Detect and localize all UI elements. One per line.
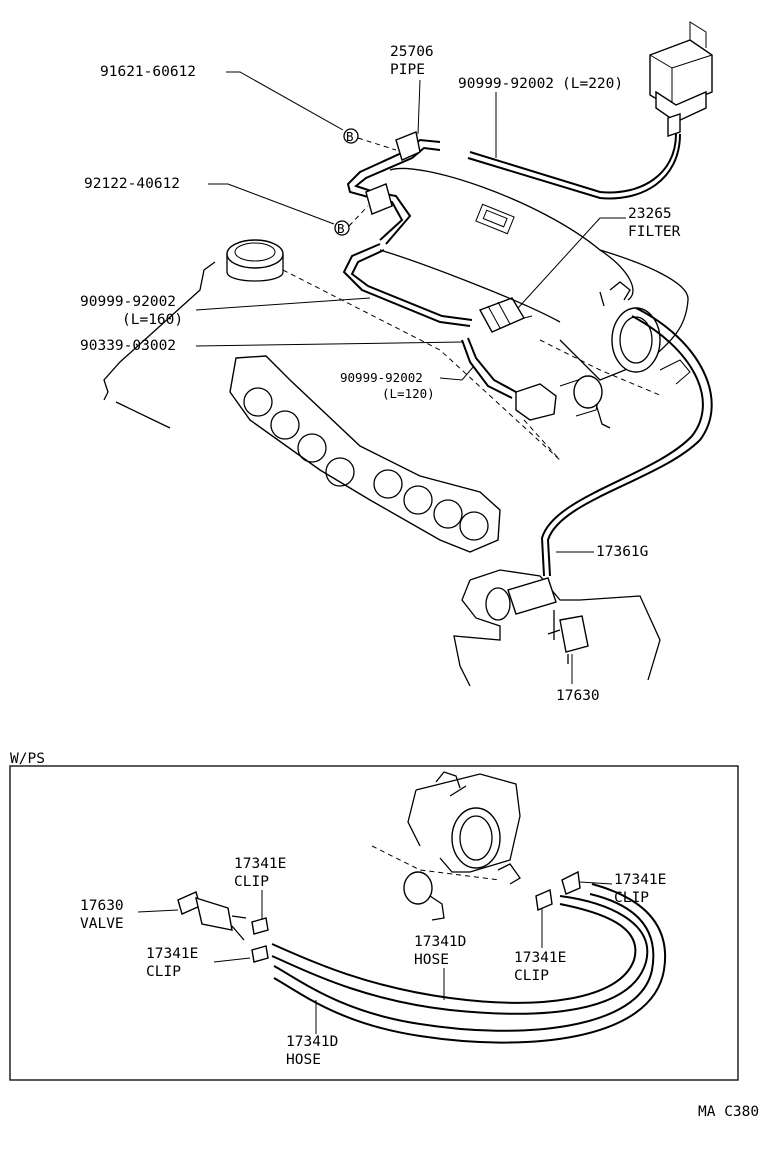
valve-17630-upper	[547, 610, 589, 664]
hose-l160	[342, 243, 471, 327]
svg-text:(L=160): (L=160)	[122, 312, 183, 328]
callout-wps-17341d-hose-b: 17341D HOSE	[286, 1000, 338, 1068]
svg-text:(L=220): (L=220)	[562, 76, 623, 92]
wps-hose-upper	[271, 903, 637, 1004]
filter-23265	[478, 297, 533, 333]
svg-text:23265: 23265	[628, 206, 672, 222]
callout-90999-l120: 90999-92002 (L=120)	[340, 365, 475, 401]
callout-90999-l160: 90999-92002 (L=160)	[80, 294, 371, 328]
callout-wps-17341e-clip-c: 17341E CLIP	[514, 908, 566, 984]
svg-text:91621-60612: 91621-60612	[100, 64, 196, 80]
wps-hose-lower	[273, 893, 655, 1032]
svg-text:17630: 17630	[556, 688, 600, 704]
svg-text:17341E: 17341E	[514, 950, 566, 966]
diagram-code: MA C380	[698, 1104, 759, 1120]
intake-manifold	[229, 355, 501, 553]
svg-text:PIPE: PIPE	[390, 62, 425, 78]
oil-filler-cap	[226, 239, 284, 282]
svg-text:17361G: 17361G	[596, 544, 648, 560]
svg-text:90999-92002: 90999-92002	[340, 370, 423, 385]
svg-text:25706: 25706	[390, 44, 434, 60]
svg-text:92122-40612: 92122-40612	[84, 176, 180, 192]
hose-l120	[461, 339, 513, 399]
wps-clip-upper-left	[251, 917, 269, 935]
wps-clip-lower-left	[251, 945, 269, 963]
callout-91621: 91621-60612	[100, 64, 344, 131]
vacuum-valve	[515, 375, 611, 461]
callout-17630-top: 17630	[556, 654, 600, 704]
bolt-marker-lower: B	[334, 205, 369, 236]
callout-92122: 92122-40612	[84, 176, 335, 225]
hose-17361g	[546, 307, 713, 577]
svg-text:17341E: 17341E	[234, 856, 286, 872]
wps-throttle-body	[371, 771, 521, 921]
air-intake-chamber	[379, 167, 691, 397]
callout-25706: 25706 PIPE	[390, 44, 434, 135]
wps-clip-mid-right	[535, 888, 553, 912]
wps-section-title: W/PS	[10, 751, 45, 767]
svg-text:(L=120): (L=120)	[382, 386, 435, 401]
callout-23265: 23265 FILTER	[517, 206, 681, 309]
pipe-25706	[346, 131, 441, 245]
svg-text:B: B	[337, 221, 345, 236]
callout-wps-17341e-clip-a: 17341E CLIP	[234, 856, 286, 920]
wps-valve-17630	[177, 891, 247, 941]
svg-text:90999-92002: 90999-92002	[458, 76, 554, 92]
bolt-marker-upper: B	[343, 128, 397, 151]
wps-clip-far-right	[561, 870, 581, 895]
hose-l220	[469, 133, 677, 194]
svg-text:17341D: 17341D	[286, 1034, 338, 1050]
svg-text:HOSE: HOSE	[286, 1052, 321, 1068]
svg-text:CLIP: CLIP	[514, 968, 549, 984]
vacuum-reservoir	[649, 21, 713, 137]
callout-wps-17341e-clip-b: 17341E CLIP	[146, 946, 251, 980]
engine-assembly-drawing: B B	[103, 21, 713, 687]
svg-text:90999-92002: 90999-92002	[80, 294, 176, 310]
callout-90999-l220: 90999-92002 (L=220)	[458, 76, 623, 158]
svg-text:17341D: 17341D	[414, 934, 466, 950]
svg-text:HOSE: HOSE	[414, 952, 449, 968]
engine-lower-block	[453, 569, 661, 687]
svg-text:FILTER: FILTER	[628, 224, 681, 240]
callout-90339: 90339-03002	[80, 338, 463, 354]
callout-17361g: 17361G	[556, 544, 648, 560]
callout-wps-17341e-clip-d: 17341E CLIP	[579, 872, 666, 906]
cylinder-head-outline	[103, 261, 216, 429]
svg-text:17341E: 17341E	[614, 872, 666, 888]
svg-text:CLIP: CLIP	[234, 874, 269, 890]
svg-text:17341E: 17341E	[146, 946, 198, 962]
svg-text:90339-03002: 90339-03002	[80, 338, 176, 354]
svg-text:VALVE: VALVE	[80, 916, 124, 932]
svg-text:CLIP: CLIP	[146, 964, 181, 980]
wps-section-frame	[9, 765, 739, 1081]
svg-text:17630: 17630	[80, 898, 124, 914]
svg-text:CLIP: CLIP	[614, 890, 649, 906]
svg-text:B: B	[346, 129, 354, 144]
callout-wps-17341d-hose-a: 17341D HOSE	[414, 934, 466, 1000]
callout-wps-17630-valve: 17630 VALVE	[80, 898, 179, 932]
